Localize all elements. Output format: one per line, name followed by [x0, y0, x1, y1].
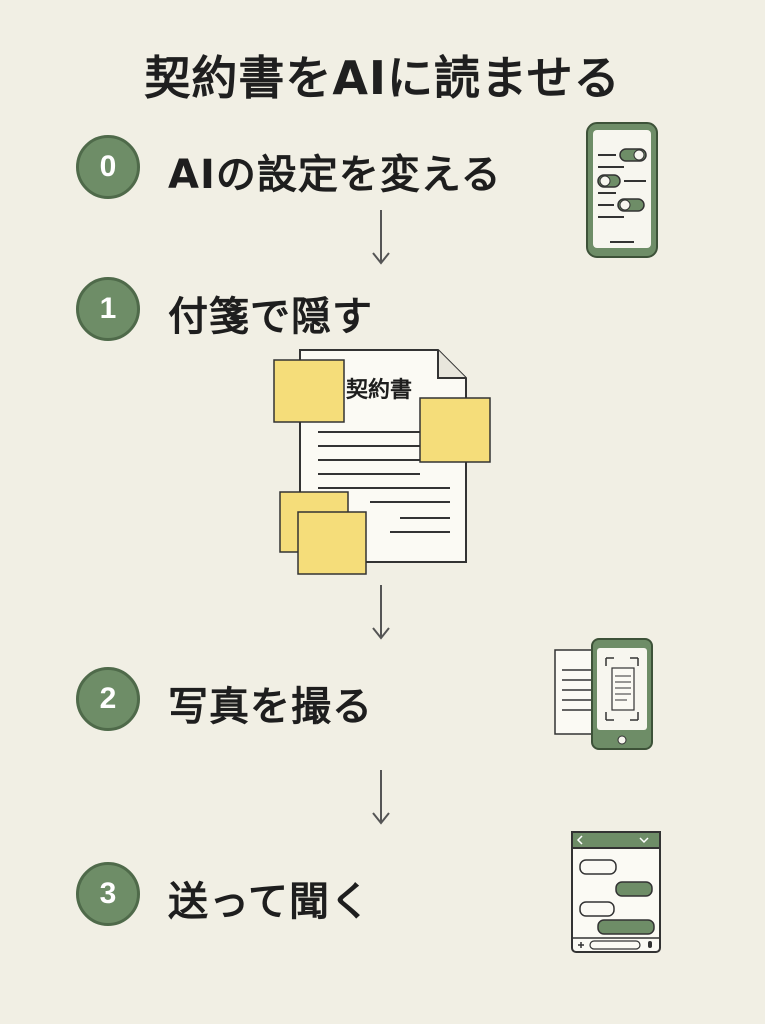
down-arrow-icon [372, 210, 390, 265]
down-arrow-icon [372, 770, 390, 825]
document-title: 契約書 [346, 378, 413, 403]
step-3-label: 送って聞く [168, 879, 371, 925]
chat-app-icon [571, 831, 661, 953]
step-1-number: 1 [76, 277, 140, 341]
step-1-label: 付箋で隠す [168, 294, 373, 340]
step-0-number: 0 [76, 135, 140, 199]
step-2-label: 写真を撮る [168, 684, 373, 730]
step-2-number: 2 [76, 667, 140, 731]
step-3-number: 3 [76, 862, 140, 926]
page-title: 契約書をAIに読ませる [144, 51, 621, 105]
contract-document-icon [273, 349, 491, 575]
step-0-label: AIの設定を変える [168, 152, 502, 198]
phone-camera-document-icon [554, 638, 653, 750]
phone-settings-icon [586, 122, 658, 258]
down-arrow-icon [372, 585, 390, 640]
document-sticky-notes-illustration: 契約書 [270, 340, 500, 580]
